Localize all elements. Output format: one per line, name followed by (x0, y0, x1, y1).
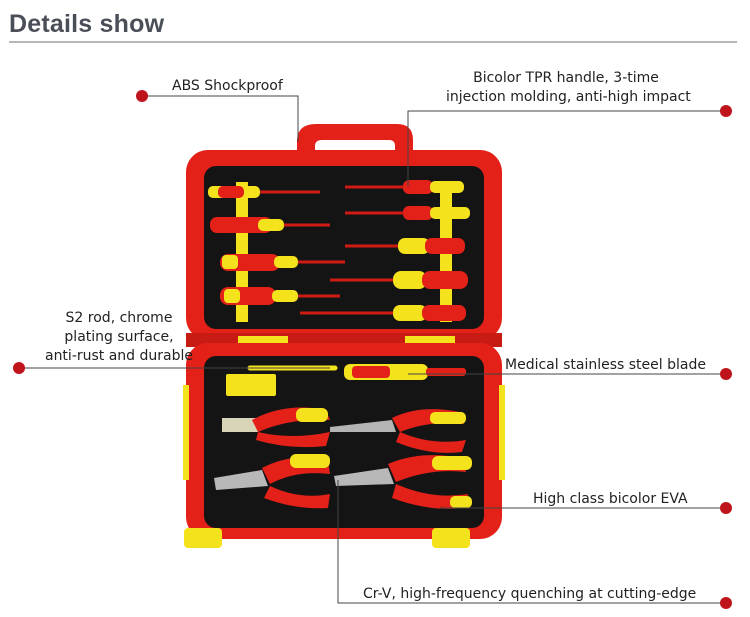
callout-crv-quenching: Cr-V, high-frequency quenching at cuttin… (363, 586, 697, 602)
callout-s2-line1: S2 rod, chrome (65, 310, 173, 326)
callout-dots (13, 90, 732, 609)
tray-tools (214, 364, 472, 509)
callout-steel-blade: Medical stainless steel blade (505, 357, 706, 373)
callout-tpr-handle: Bicolor TPR handle, 3-time injection mol… (446, 69, 691, 107)
callout-bicolor-eva: High class bicolor EVA (533, 491, 688, 507)
screwdriver-set (208, 180, 470, 322)
callout-tpr-line2: injection molding, anti-high impact (446, 89, 691, 105)
title-divider (9, 41, 737, 43)
callout-abs-shockproof: ABS Shockproof (172, 78, 283, 94)
callout-lines (19, 95, 726, 604)
callout-tpr-line1: Bicolor TPR handle, 3-time (473, 70, 659, 86)
callout-s2-line2: plating surface, (64, 329, 174, 345)
callout-s2-rod: S2 rod, chrome plating surface, anti-rus… (44, 309, 194, 366)
section-title: Details show (9, 10, 165, 38)
callout-s2-line3: anti-rust and durable (44, 348, 194, 364)
